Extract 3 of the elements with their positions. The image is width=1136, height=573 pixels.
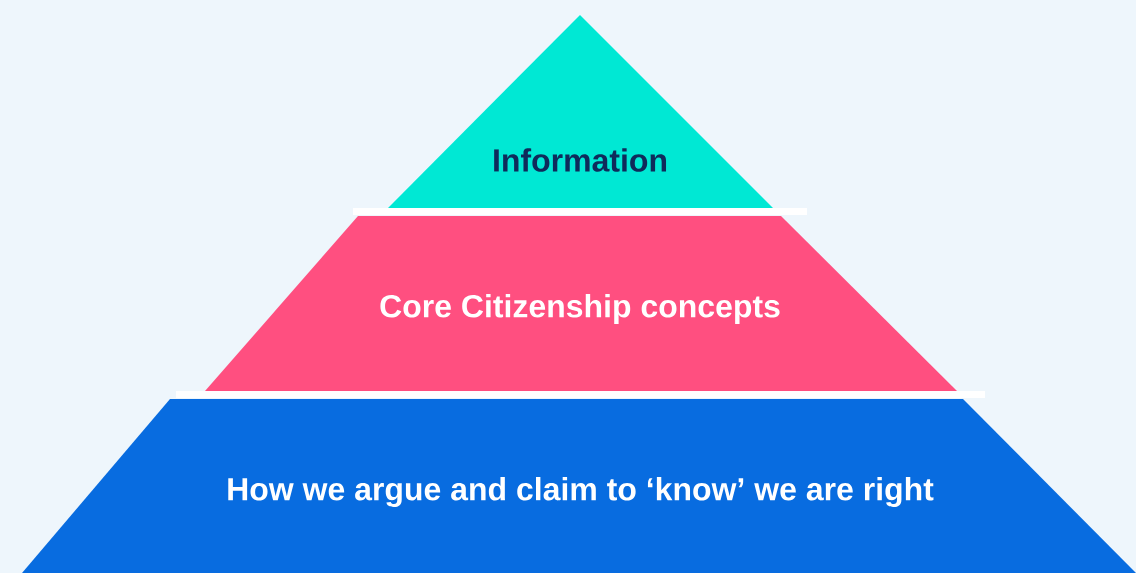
pyramid-tier: How we argue and claim to ‘know’ we are right: [22, 399, 1136, 573]
pyramid-tier: Core Citizenship concepts: [205, 216, 957, 391]
pyramid-tier: Information: [388, 15, 773, 208]
